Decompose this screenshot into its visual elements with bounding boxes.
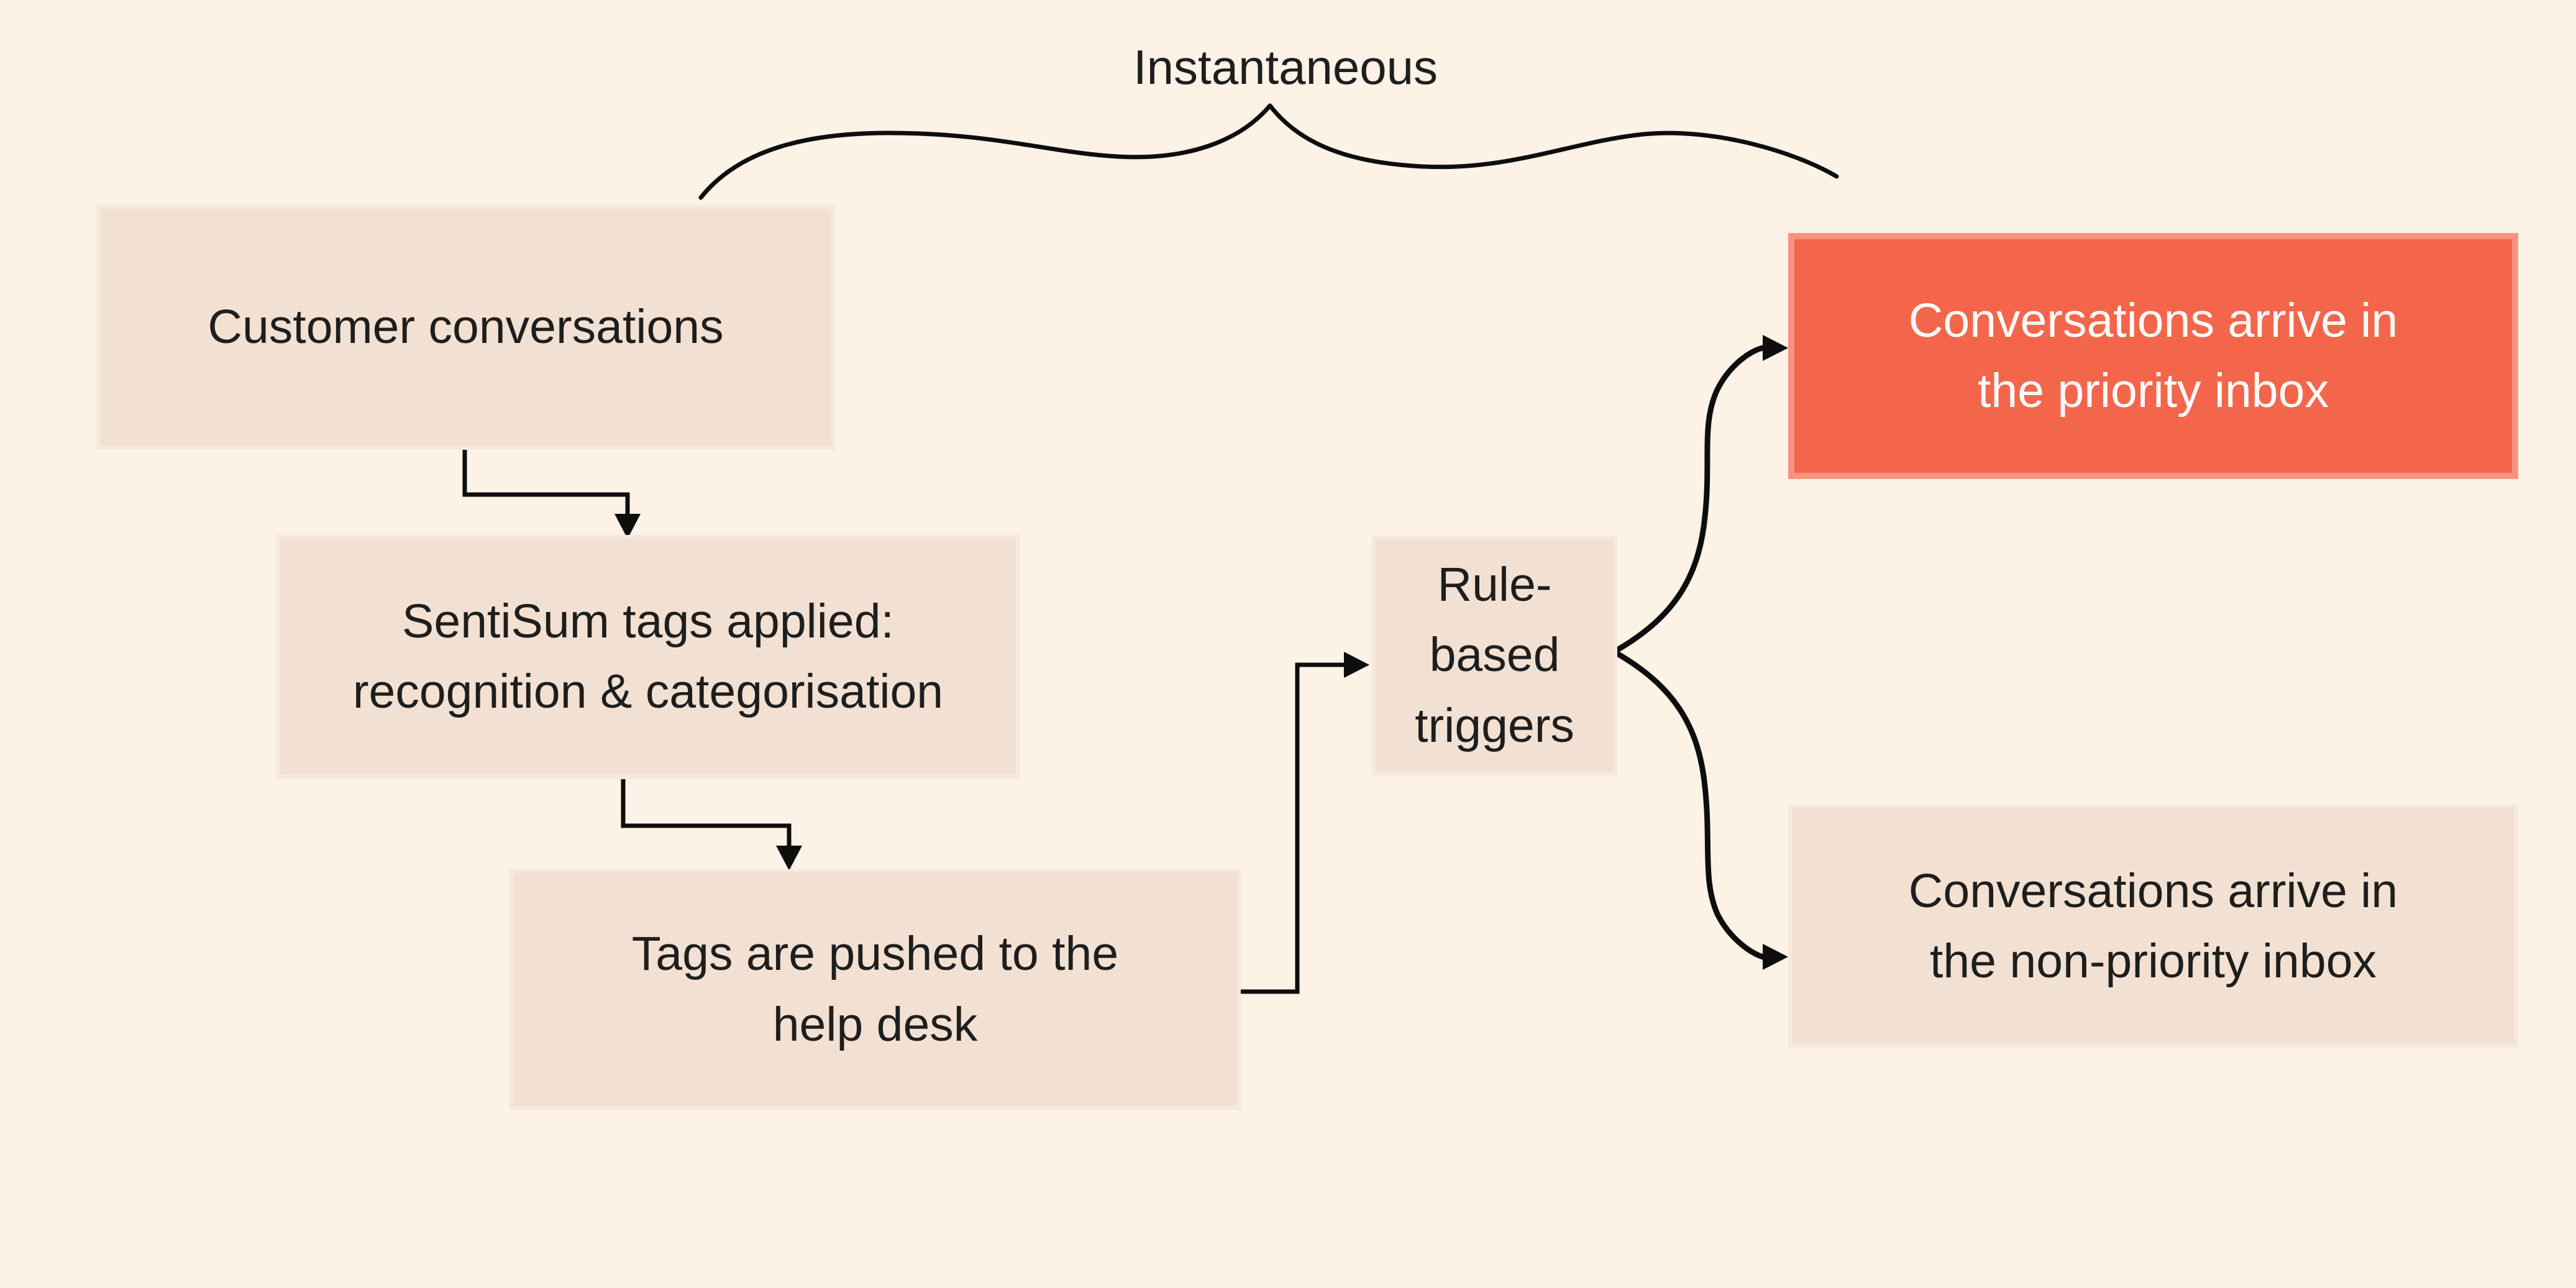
curly-brace (698, 103, 1839, 200)
node-sentisum-tags-applied: SentiSum tags applied: recognition & cat… (276, 535, 1020, 779)
arrowhead-triggers-to-non-priority (1763, 944, 1788, 970)
node-rule-based-triggers: Rule- based triggers (1372, 536, 1617, 775)
arrow-customer-to-sentisum (462, 450, 630, 514)
node-label-line: the non-priority inbox (1929, 934, 2377, 988)
arrowhead-sentisum-to-tags-pushed (776, 846, 802, 870)
node-tags-pushed-to-help-desk: Tags are pushed to the help desk (509, 869, 1241, 1110)
node-label-line: Conversations arrive in (1908, 864, 2398, 918)
arrow-triggers-to-priority (1614, 345, 1766, 653)
node-priority-inbox: Conversations arrive in the priority inb… (1788, 233, 2518, 479)
node-label-line: the priority inbox (1978, 364, 2329, 418)
node-label-line: Conversations arrive in (1908, 293, 2398, 347)
node-label-line: help desk (772, 997, 978, 1051)
node-customer-conversations: Customer conversations (96, 205, 835, 450)
node-label-line: triggers (1415, 698, 1574, 752)
node-label-line: recognition & categorisation (352, 665, 944, 718)
instantaneous-label: Instantaneous (1133, 40, 1438, 94)
node-label-line: Rule- (1437, 558, 1552, 612)
arrowhead-tags-pushed-to-triggers (1344, 652, 1369, 678)
arrow-sentisum-to-tags-pushed (621, 779, 792, 846)
node-label-line: Customer conversations (208, 300, 724, 354)
node-label-line: Tags are pushed to the (631, 927, 1119, 981)
node-label-line: SentiSum tags applied: (402, 594, 894, 648)
arrow-triggers-to-non-priority (1614, 651, 1766, 960)
arrow-tags-pushed-to-triggers (1241, 662, 1344, 994)
node-label-line: based (1429, 628, 1560, 682)
node-non-priority-inbox: Conversations arrive in the non-priority… (1788, 805, 2518, 1048)
arrowhead-triggers-to-priority (1763, 335, 1788, 361)
